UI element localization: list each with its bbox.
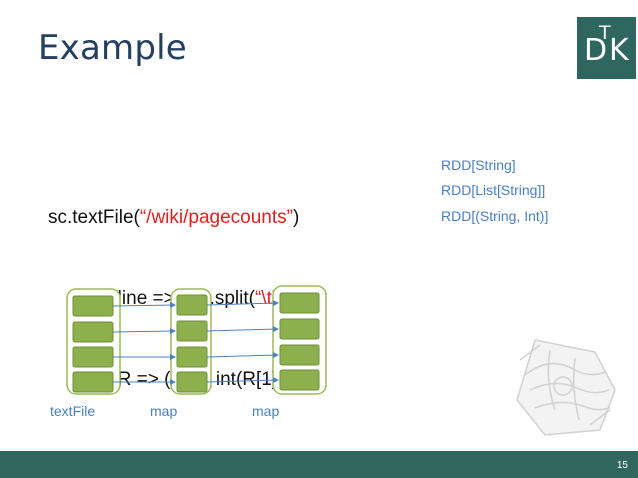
partition-map-1-4 — [176, 371, 208, 393]
partition-map-2-4 — [279, 369, 320, 391]
code-line-1-string: “/wiki/pagecounts” — [139, 207, 293, 228]
partition-arrow-1-2 — [112, 328, 176, 335]
rdd-type-label-1: RDD[String] — [441, 157, 516, 173]
rdd-pipeline-diagram — [66, 285, 327, 395]
partition-map-1-1 — [176, 294, 208, 316]
partition-textfile-4 — [72, 371, 114, 393]
partition-arrow-2-2 — [206, 326, 279, 333]
logo-letter-k: K — [609, 33, 629, 68]
rdd-type-label-2: RDD[List[String]] — [441, 182, 546, 198]
partition-arrow-1-1 — [112, 302, 176, 309]
handshake-sketch-icon — [516, 339, 616, 436]
footer-bar: 15 — [0, 451, 638, 478]
partition-textfile-2 — [72, 321, 114, 343]
partition-map-2-1 — [279, 292, 320, 314]
partition-map-2-3 — [279, 344, 320, 366]
logo-letter-d: D — [584, 33, 608, 68]
partition-map-1-2 — [176, 320, 208, 342]
partition-arrow-2-4 — [206, 377, 279, 384]
partition-map-1-3 — [176, 346, 208, 368]
partition-arrow-2-1 — [206, 300, 279, 307]
page-number: 15 — [616, 460, 628, 471]
page-title: Example — [38, 28, 187, 68]
code-line-1: sc.textFile(“/wiki/pagecounts”) — [48, 204, 299, 231]
partition-map-2-2 — [279, 318, 320, 340]
code-line-1-suffix: ) — [292, 207, 300, 228]
stage-label-textfile: textFile — [50, 403, 96, 419]
partition-arrow-2-3 — [206, 352, 279, 359]
partition-textfile-1 — [72, 295, 114, 317]
partition-textfile-3 — [72, 346, 114, 368]
logo-letter-t: T — [599, 22, 611, 44]
stage-label-map-2: map — [252, 403, 280, 419]
stage-label-map-1: map — [150, 403, 178, 419]
code-line-1-prefix: sc.textFile( — [48, 207, 140, 228]
logo-icon: D T K — [577, 17, 636, 79]
rdd-type-label-3: RDD[(String, Int)] — [441, 208, 549, 224]
